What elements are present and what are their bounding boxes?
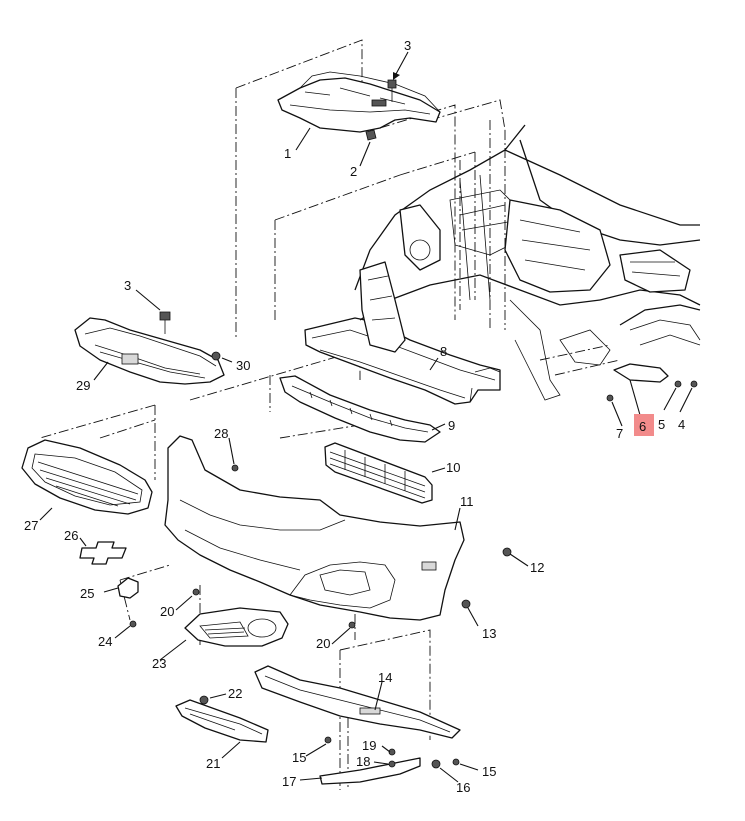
part-21-lower-deflector (175, 699, 269, 743)
callout-1: 1 (284, 146, 291, 161)
callout-10: 10 (446, 460, 460, 475)
callout-20-right: 20 (316, 636, 330, 651)
front-end-structure (354, 124, 701, 401)
part-23-fog-bezel (184, 607, 289, 647)
callout-14: 14 (378, 670, 392, 685)
callout-20-left: 20 (160, 604, 174, 619)
callout-6: 6 (639, 419, 646, 434)
callout-22: 22 (228, 686, 242, 701)
callout-24: 24 (98, 634, 112, 649)
callout-4: 4 (678, 417, 685, 432)
leader-lines (39, 51, 693, 783)
callout-16: 16 (456, 780, 470, 795)
callout-15-left: 15 (292, 750, 306, 765)
callout-3-top: 3 (404, 38, 411, 53)
callout-12: 12 (530, 560, 544, 575)
callout-23: 23 (152, 656, 166, 671)
part-26-emblem (79, 541, 127, 565)
part-29-upper-grille (74, 317, 225, 385)
callout-2: 2 (350, 164, 357, 179)
callout-7: 7 (616, 426, 623, 441)
callout-28: 28 (214, 426, 228, 441)
highlight-box (634, 414, 654, 436)
callout-27: 27 (24, 518, 38, 533)
callout-18: 18 (356, 754, 370, 769)
part-1-upper-baffle (277, 71, 441, 133)
callout-8: 8 (440, 344, 447, 359)
callout-25: 25 (80, 586, 94, 601)
callout-15-right: 15 (482, 764, 496, 779)
part-14-lower-baffle (254, 665, 461, 739)
callout-labels: 3 1 2 3 30 29 8 9 10 11 7 6 5 4 28 27 26… (24, 38, 685, 795)
part-25-tow-cover (117, 577, 139, 599)
callout-3-left: 3 (124, 278, 131, 293)
callout-26: 26 (64, 528, 78, 543)
callout-17: 17 (282, 774, 296, 789)
part-6-bracket (613, 363, 669, 383)
callout-13: 13 (482, 626, 496, 641)
callout-30: 30 (236, 358, 250, 373)
fasteners (129, 79, 698, 769)
callout-9: 9 (448, 418, 455, 433)
part-11-bumper-fascia (164, 435, 465, 621)
callout-21: 21 (206, 756, 220, 771)
callout-29: 29 (76, 378, 90, 393)
part-9-energy-absorber (279, 375, 441, 443)
callout-5: 5 (658, 417, 665, 432)
callout-19: 19 (362, 738, 376, 753)
part-10-lower-grille (324, 442, 433, 504)
callout-11: 11 (460, 494, 474, 509)
part-27-grille-surround (21, 439, 153, 515)
